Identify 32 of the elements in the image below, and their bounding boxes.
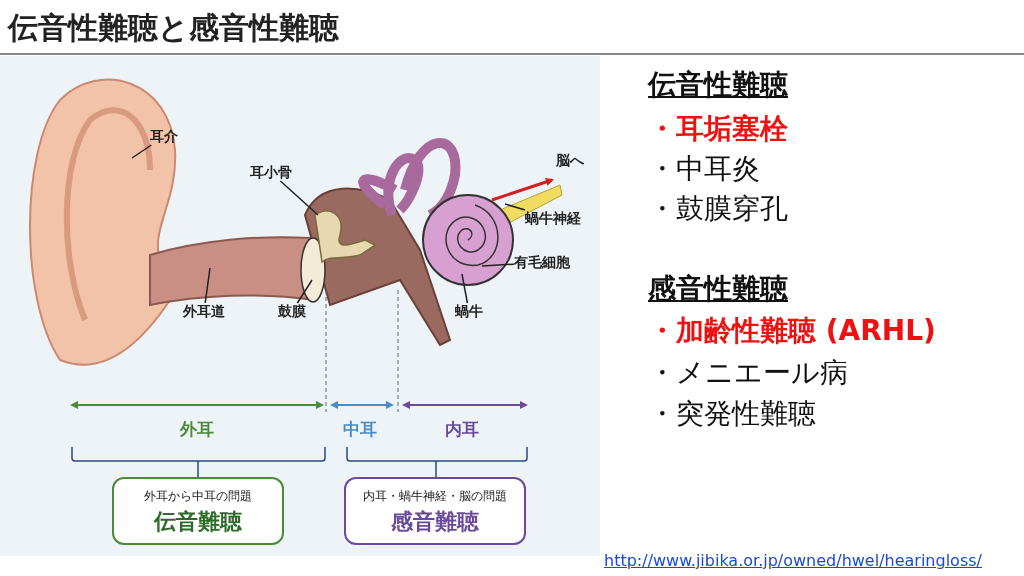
list-heading: 伝音性難聴 <box>648 67 788 103</box>
list-item: ・突発性難聴 <box>648 396 816 432</box>
region-label: 内耳 <box>445 418 479 441</box>
leader-line <box>131 144 153 159</box>
slide-title: 伝音性難聴と感音性難聴 <box>8 9 339 47</box>
leader-line <box>504 203 526 211</box>
part-label: 耳介 <box>150 128 178 145</box>
list-item: ・中耳炎 <box>648 151 760 187</box>
problem-box <box>344 477 526 545</box>
leader-line <box>204 267 211 304</box>
part-label: 鼓膜 <box>278 303 306 320</box>
list-heading: 感音性難聴 <box>648 271 788 307</box>
part-label: 蝸牛神経 <box>525 210 581 227</box>
list-item: ・加齢性難聴 (ARHL) <box>648 313 936 349</box>
leader-line <box>461 273 469 304</box>
list-item: ・鼓膜穿孔 <box>648 191 788 227</box>
problem-box <box>112 477 284 545</box>
source-link: http://www.jibika.or.jp/owned/hwel/hearingloss/ <box>604 551 982 570</box>
part-label: 有毛細胞 <box>514 254 570 271</box>
box-subtitle: 外耳から中耳の問題 <box>143 488 253 505</box>
part-label: 脳へ <box>556 152 584 170</box>
part-label: 耳小骨 <box>250 164 292 181</box>
region-label: 中耳 <box>343 418 377 441</box>
box-heading: 感音難聴 <box>390 508 480 536</box>
box-subtitle: 内耳・蝸牛神経・脳の問題 <box>362 488 508 505</box>
part-label: 外耳道 <box>183 303 225 320</box>
region-label: 外耳 <box>180 418 214 441</box>
box-heading: 伝音難聴 <box>152 508 243 536</box>
list-item: ・耳垢塞栓 <box>648 111 788 147</box>
part-label: 蝸牛 <box>455 303 483 320</box>
list-item: ・メニエール病 <box>648 355 848 391</box>
leader-line <box>279 180 319 216</box>
